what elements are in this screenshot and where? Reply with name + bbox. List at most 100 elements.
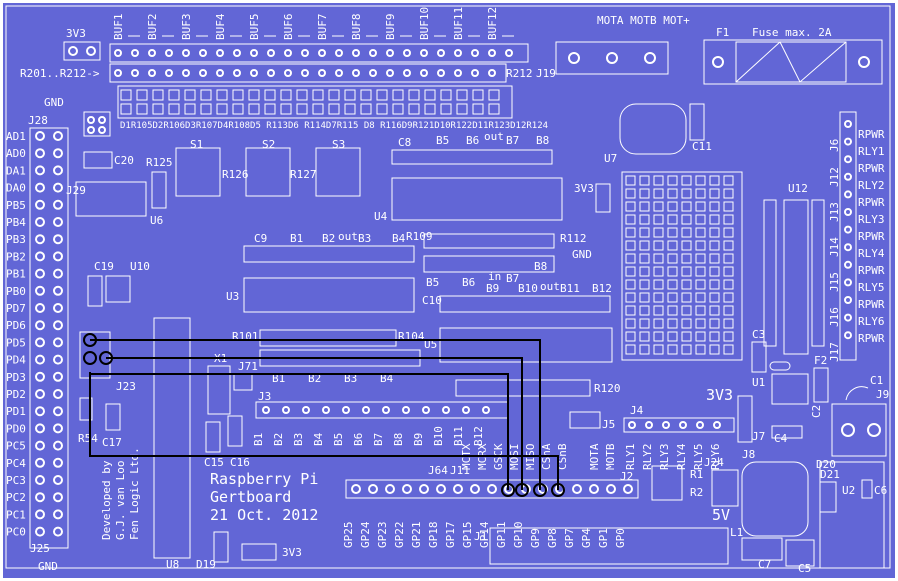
port-label: PD6 xyxy=(6,319,26,332)
label-c16: C16 xyxy=(230,456,250,469)
label-b12: B12 xyxy=(592,282,612,295)
proto-hole xyxy=(639,344,650,355)
pad xyxy=(53,492,63,503)
label-u2: U2 xyxy=(842,484,855,497)
proto-hole xyxy=(695,292,706,303)
switch-s3: S3 xyxy=(315,138,361,197)
proto-hole xyxy=(681,201,692,212)
proto-hole xyxy=(625,344,636,355)
pad xyxy=(844,190,852,199)
port-label: DA0 xyxy=(6,182,26,195)
label-r1: R1 xyxy=(690,468,703,481)
svg-text:S1: S1 xyxy=(190,138,203,151)
led-pad xyxy=(328,103,340,115)
label-gnd-mid: GND xyxy=(572,248,592,261)
regulator-u1 xyxy=(771,373,809,405)
label-r109: R109 xyxy=(406,230,433,243)
proto-hole xyxy=(667,266,678,277)
pad xyxy=(114,49,122,57)
buffer-port-label: B7 xyxy=(372,433,385,446)
led-pad xyxy=(168,89,180,101)
label-in-b6: B6 xyxy=(462,276,475,289)
relay-label: RLY5 xyxy=(858,281,885,294)
relay-label: RLY3 xyxy=(658,444,671,471)
relay-j-label: J6 xyxy=(828,139,841,152)
proto-hole xyxy=(667,214,678,225)
pad xyxy=(844,155,852,164)
pad xyxy=(53,285,63,296)
proto-hole xyxy=(625,214,636,225)
label-c20: C20 xyxy=(114,154,134,167)
label-out-top: out xyxy=(484,130,504,143)
pad xyxy=(35,251,45,262)
led-pad xyxy=(376,103,388,115)
led-pad xyxy=(296,89,308,101)
proto-hole xyxy=(709,240,720,251)
proto-hole xyxy=(723,253,734,264)
relay-label: RLY2 xyxy=(858,179,885,192)
power-jack-j9 xyxy=(831,403,887,457)
pad xyxy=(844,278,852,287)
proto-hole xyxy=(681,227,692,238)
buffer-in-label: B3 xyxy=(344,372,357,385)
label-u10: U10 xyxy=(130,260,150,273)
label-c2: C2 xyxy=(810,405,823,418)
proto-hole xyxy=(695,188,706,199)
proto-hole xyxy=(625,305,636,316)
relay-label: RPWR xyxy=(858,332,885,345)
proto-hole xyxy=(709,305,720,316)
buffer-port-label: B9 xyxy=(412,433,425,446)
title-line-1: Raspberry Pi xyxy=(210,470,318,488)
label-j64: J64 xyxy=(428,464,448,477)
label-c5: C5 xyxy=(798,562,811,575)
label-u6: U6 xyxy=(150,214,163,227)
port-label: AD1 xyxy=(6,130,26,143)
label-f2: F2 xyxy=(814,354,827,367)
proto-hole xyxy=(653,253,664,264)
pad xyxy=(351,484,361,494)
label-gnd-left: GND xyxy=(44,96,64,109)
pad xyxy=(35,303,45,313)
prototype-area xyxy=(621,171,743,361)
label-r127: R127 xyxy=(290,168,317,181)
label-c3: C3 xyxy=(752,328,765,341)
pad xyxy=(844,331,852,340)
proto-hole xyxy=(709,227,720,238)
proto-hole xyxy=(639,214,650,225)
led-pad xyxy=(456,103,468,115)
label-in-b5: B5 xyxy=(426,276,439,289)
gpio-label: GP17 xyxy=(444,522,457,549)
pad xyxy=(322,406,330,414)
gpio-label: GP9 xyxy=(529,528,542,548)
buffer-port-label: B1 xyxy=(252,433,265,446)
led-pad xyxy=(328,89,340,101)
gpio-label: GP7 xyxy=(563,528,576,548)
pad xyxy=(318,49,326,57)
label-c10: C10 xyxy=(422,294,442,307)
wire-pd4 xyxy=(106,357,523,490)
pad xyxy=(35,423,45,434)
header-3v3-top xyxy=(63,41,101,61)
pad xyxy=(35,217,45,227)
led-pad xyxy=(408,89,420,101)
pad xyxy=(53,268,63,279)
label-u3: U3 xyxy=(226,290,239,303)
label-c8: C8 xyxy=(398,136,411,149)
label-j8: J8 xyxy=(742,448,755,461)
port-label: PC0 xyxy=(6,526,26,539)
pad xyxy=(182,69,190,77)
pad xyxy=(442,406,450,414)
header-j28-pins xyxy=(35,131,63,537)
proto-hole xyxy=(681,305,692,316)
wire-gnd xyxy=(89,372,559,490)
pad xyxy=(53,182,63,193)
pad xyxy=(35,492,45,503)
label-c19: C19 xyxy=(94,260,114,273)
proto-hole xyxy=(625,292,636,303)
jumper-wires xyxy=(83,333,565,497)
led-pad xyxy=(488,103,500,115)
pad xyxy=(148,49,156,57)
